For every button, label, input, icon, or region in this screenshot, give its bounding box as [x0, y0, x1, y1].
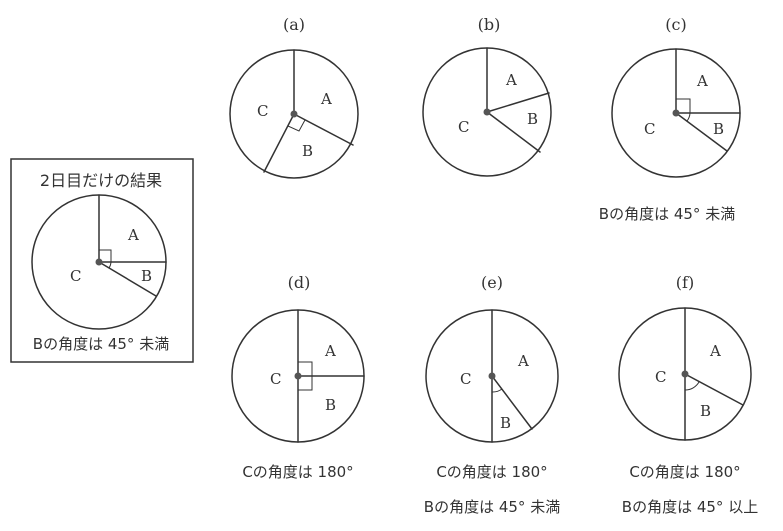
region-label-a: A — [324, 342, 336, 360]
right-angle-marker — [297, 375, 313, 391]
radius-line — [293, 113, 354, 146]
angle-arc-marker — [686, 112, 691, 122]
diagram-caption: Bの角度は 45° 未満 — [599, 205, 735, 223]
region-label-c: C — [460, 370, 471, 388]
region-label-c: C — [655, 368, 666, 386]
center-dot — [483, 108, 491, 116]
radius-line — [684, 373, 744, 406]
region-label-c: C — [70, 267, 81, 285]
diagram-label: (a) — [283, 15, 305, 34]
region-label-b: B — [500, 414, 511, 432]
center-dot — [95, 258, 103, 266]
region-label-a: A — [505, 71, 517, 89]
region-label-c: C — [458, 118, 469, 136]
region-label-b: B — [700, 402, 711, 420]
center-dot — [294, 372, 302, 380]
region-label-a: A — [696, 72, 708, 90]
center-dot — [488, 372, 496, 380]
right-angle-marker — [675, 98, 691, 114]
region-label-a: A — [127, 226, 139, 244]
reference-box: 2日目だけの結果 A B C Bの角度は 45° 未満 — [10, 158, 194, 363]
diagram-e: (e) A B C Cの角度は 180° Bの角度は 45° 未満 — [424, 273, 560, 516]
right-angle-marker — [98, 249, 112, 263]
radius-line — [486, 92, 550, 113]
region-label-b: B — [713, 120, 724, 138]
angle-arc-marker — [491, 388, 503, 393]
diagram-label: (f) — [676, 273, 694, 292]
angle-arc-marker — [684, 381, 700, 391]
right-angle-marker — [297, 361, 313, 377]
diagram-caption: Bの角度は 45° 以上 — [622, 498, 758, 516]
diagram-label: (d) — [288, 273, 311, 292]
region-label-a: A — [517, 352, 529, 370]
center-dot — [290, 110, 298, 118]
diagram-caption: Cの角度は 180° — [629, 463, 740, 481]
diagram-caption: Bの角度は 45° 未満 — [424, 498, 560, 516]
radius-line — [98, 261, 157, 297]
diagram-caption: Cの角度は 180° — [242, 463, 353, 481]
angle-arc-marker — [108, 261, 112, 269]
diagram-label: (b) — [478, 15, 501, 34]
region-label-c: C — [644, 120, 655, 138]
diagram-label: (e) — [481, 273, 503, 292]
center-dot — [672, 109, 680, 117]
diagram-label: (c) — [665, 15, 686, 34]
region-label-a: A — [320, 90, 332, 108]
reference-box-frame — [10, 158, 194, 363]
diagram-c: (c) A B C Bの角度は 45° 未満 — [599, 15, 741, 223]
radius-line — [491, 375, 533, 430]
reference-box-caption: Bの角度は 45° 未満 — [33, 335, 169, 353]
center-dot — [681, 370, 689, 378]
region-label-b: B — [302, 142, 313, 160]
diagram-f: (f) A B C Cの角度は 180° Bの角度は 45° 以上 — [618, 273, 758, 516]
region-label-b: B — [527, 110, 538, 128]
diagram-a: (a) A B C — [229, 15, 359, 179]
region-label-a: A — [709, 342, 721, 360]
reference-box-title: 2日目だけの結果 — [40, 171, 162, 190]
radius-line — [263, 113, 295, 173]
radius-line — [675, 112, 728, 152]
region-label-b: B — [325, 396, 336, 414]
radius-line — [486, 111, 541, 153]
diagram-d: (d) A B C Cの角度は 180° — [231, 273, 365, 481]
diagram-b: (b) A B C — [422, 15, 552, 177]
region-label-b: B — [141, 267, 152, 285]
region-label-c: C — [257, 102, 268, 120]
region-label-c: C — [270, 370, 281, 388]
diagram-caption: Cの角度は 180° — [436, 463, 547, 481]
right-angle-marker — [287, 119, 306, 132]
